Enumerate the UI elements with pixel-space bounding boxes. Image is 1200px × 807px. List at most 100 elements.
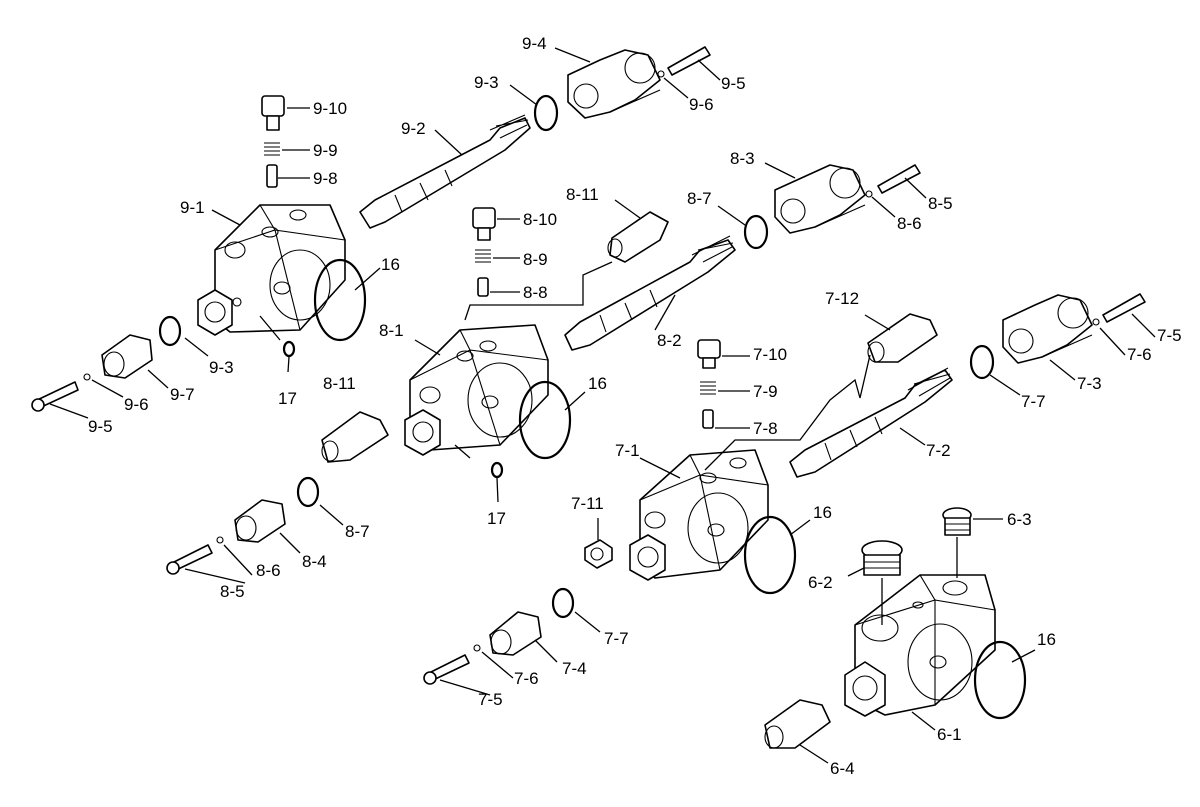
label-8-10: 8-10 [523,210,557,229]
part-8-7-o-ring [743,214,769,250]
label-9-10: 9-10 [313,99,347,118]
label-7-7-lower: 7-7 [604,629,629,648]
part-7-12-relief [867,313,938,363]
part-9-10-plug [261,95,285,131]
label-9-5-lower: 9-5 [88,417,113,436]
part-16-o-ring-7 [743,515,797,595]
part-16-o-ring [313,258,367,342]
part-16-o-ring-6 [973,640,1027,720]
section-8 [166,164,921,575]
label-7-1: 7-1 [615,441,640,460]
part-8-3-cap [774,164,866,234]
label-9-9: 9-9 [313,141,338,160]
part-8-2-spool [564,235,736,351]
part-8-4-cap [234,499,286,543]
part-7-5-bolt-lower [423,654,470,685]
label-16-8: 16 [588,374,607,393]
part-7-4-cap [489,611,542,656]
part-6-2-plug [861,540,903,576]
part-9-5-bolt-lower [31,381,79,412]
label-9-3-lower: 9-3 [209,358,234,377]
part-7-7-o-ring [969,344,995,380]
section-6 [764,507,1027,749]
label-7-4: 7-4 [562,659,587,678]
part-8-6-washer-lower [216,536,224,544]
part-8-1-valve-body [404,324,549,456]
label-8-9: 8-9 [523,250,548,269]
part-6-3-plug [942,507,972,536]
label-8-3: 8-3 [730,149,755,168]
label-16-6: 16 [1037,630,1056,649]
part-7-1-valve-body [629,449,769,581]
label-7-5-lower: 7-5 [478,690,503,709]
label-8-2: 8-2 [657,331,682,350]
part-9-1-valve-body [197,204,346,336]
label-7-12: 7-12 [825,289,859,308]
label-9-6: 9-6 [689,95,714,114]
label-9-2: 9-2 [401,119,426,138]
section-9 [31,46,711,412]
part-17-o-ring-8 [490,461,504,479]
label-8-5: 8-5 [928,194,953,213]
part-8-11-relief-lower [321,411,389,463]
label-16-7: 16 [813,503,832,522]
label-8-4: 8-4 [302,552,327,571]
label-7-9: 7-9 [753,382,778,401]
section-7 [423,293,1146,685]
part-6-4-relief [764,699,831,749]
label-7-6-lower: 7-6 [514,669,539,688]
part-7-10-plug [697,339,721,369]
label-8-1: 8-1 [379,321,404,340]
label-8-7-lower: 8-7 [345,522,370,541]
label-8-6-lower: 8-6 [256,561,281,580]
label-7-10: 7-10 [753,345,787,364]
part-7-6-washer-lower [473,644,481,652]
label-6-4: 6-4 [830,759,855,778]
label-9-6-lower: 9-6 [124,395,149,414]
callout-labels: 9-4 9-3 9-10 9-2 9-5 9-6 9-9 9-8 9-1 16 … [88,34,1182,778]
label-6-1: 6-1 [937,725,962,744]
label-8-7: 8-7 [687,189,712,208]
part-9-6-washer-lower [83,373,91,381]
label-7-7: 7-7 [1021,392,1046,411]
label-8-8: 8-8 [523,283,548,302]
part-16-o-ring-8 [518,380,572,460]
label-8-11: 8-11 [566,185,599,204]
label-17: 17 [278,389,297,408]
part-9-5-bolt [667,46,711,76]
part-8-5-bolt [877,164,921,194]
label-9-3: 9-3 [474,73,499,92]
label-8-6: 8-6 [897,214,922,233]
part-7-7-o-ring-lower [551,587,575,619]
label-9-1: 9-1 [180,198,205,217]
leader-lines [49,47,1156,764]
part-17-o-ring [282,340,296,358]
label-7-5: 7-5 [1157,326,1182,345]
label-7-3: 7-3 [1077,374,1102,393]
label-8-5-lower: 8-5 [220,582,245,601]
part-8-5-bolt-lower [166,544,213,575]
part-8-11-relief-top [607,211,669,263]
label-17-8: 17 [487,509,506,528]
part-7-3-cap [1002,294,1093,364]
part-9-6-washer [657,70,665,78]
label-9-5: 9-5 [721,74,746,93]
part-9-3-o-ring-lower [158,315,182,347]
label-16: 16 [381,255,400,274]
label-7-11: 7-11 [571,494,604,513]
part-7-5-bolt [1102,293,1146,323]
part-9-9-spring [264,142,280,156]
part-6-1-valve-body [844,574,996,717]
label-7-6: 7-6 [1127,345,1152,364]
label-7-8: 7-8 [753,419,778,438]
part-7-6-washer [1092,318,1100,326]
label-6-3: 6-3 [1007,510,1032,529]
part-8-10-plug [472,207,496,241]
label-6-2: 6-2 [808,573,833,592]
label-7-2: 7-2 [926,441,951,460]
part-7-9-spring [700,381,716,395]
part-9-2-spool [359,114,531,229]
part-8-6-washer [865,190,873,198]
part-8-7-o-ring-lower [296,476,320,508]
